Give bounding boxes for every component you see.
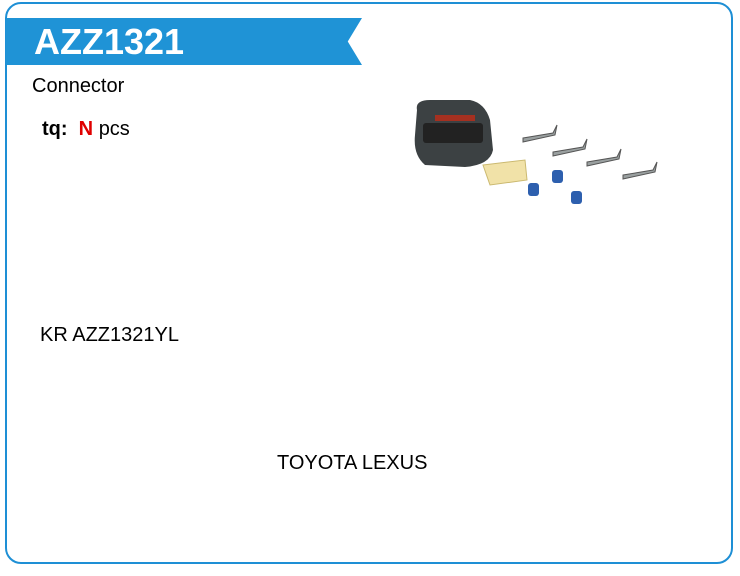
product-type: Connector — [32, 75, 125, 97]
product-code: AZZ1321 — [34, 21, 185, 62]
part-number: KR AZZ1321YL — [40, 324, 179, 346]
tq-value: N — [78, 118, 94, 140]
quantity: tq: N pcs — [42, 118, 130, 141]
seal-icon — [528, 170, 582, 204]
connector-kit-image — [414, 100, 658, 204]
lock-clip-icon — [482, 159, 528, 186]
tq-unit: pcs — [98, 118, 130, 140]
terminal-icon — [522, 124, 658, 180]
tq-label: tq: — [42, 118, 68, 140]
vehicle-brands: TOYOTA LEXUS — [277, 452, 428, 474]
title-banner — [6, 18, 362, 65]
connector-housing-icon — [414, 100, 493, 167]
product-card — [5, 2, 733, 564]
